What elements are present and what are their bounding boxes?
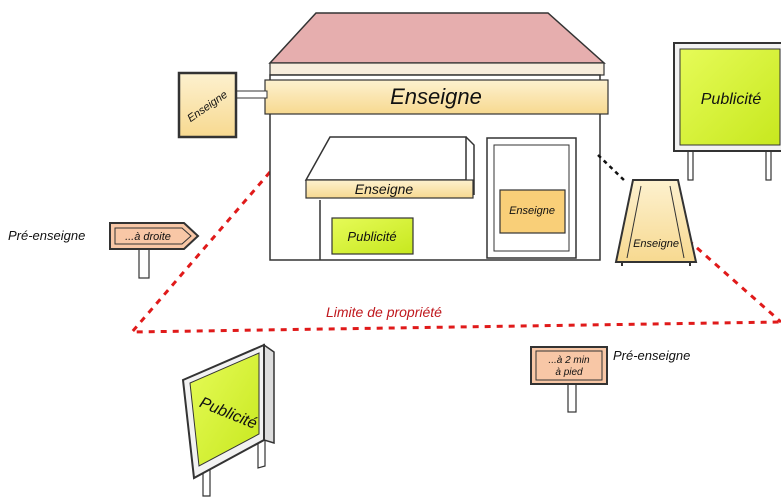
billboard-right: [673, 42, 781, 181]
pre-sign-left-caption: Pré-enseigne: [8, 228, 85, 243]
billboard-bottom: [181, 343, 275, 497]
awning-sign-label: Enseigne: [355, 181, 414, 197]
window-sign: [499, 189, 566, 234]
pre-sign-right: [530, 346, 608, 413]
shop-roof: [268, 12, 606, 64]
pre-sign-right-caption: Pré-enseigne: [613, 348, 690, 363]
awning-sign: [305, 179, 474, 199]
shop-roof-band: [269, 62, 605, 76]
billboard-right-label: Publicité: [701, 91, 762, 108]
window-ad: [331, 217, 414, 255]
pre-sign-left: [109, 222, 200, 279]
easel-sign-label: Enseigne: [633, 238, 679, 250]
pre-sign-right-line1: ...à 2 min: [548, 355, 590, 366]
easel-sign: [614, 179, 698, 266]
main-sign-label: Enseigne: [390, 84, 482, 109]
side-sign: [177, 71, 238, 139]
window-ad-label: Publicité: [347, 229, 396, 244]
property-limit-label: Limite de propriété: [326, 304, 442, 320]
window-sign-label: Enseigne: [509, 205, 555, 217]
pre-sign-left-label: ...à droite: [125, 231, 171, 243]
pre-sign-right-line2: à pied: [555, 367, 583, 378]
property-limit-line: [128, 171, 781, 334]
